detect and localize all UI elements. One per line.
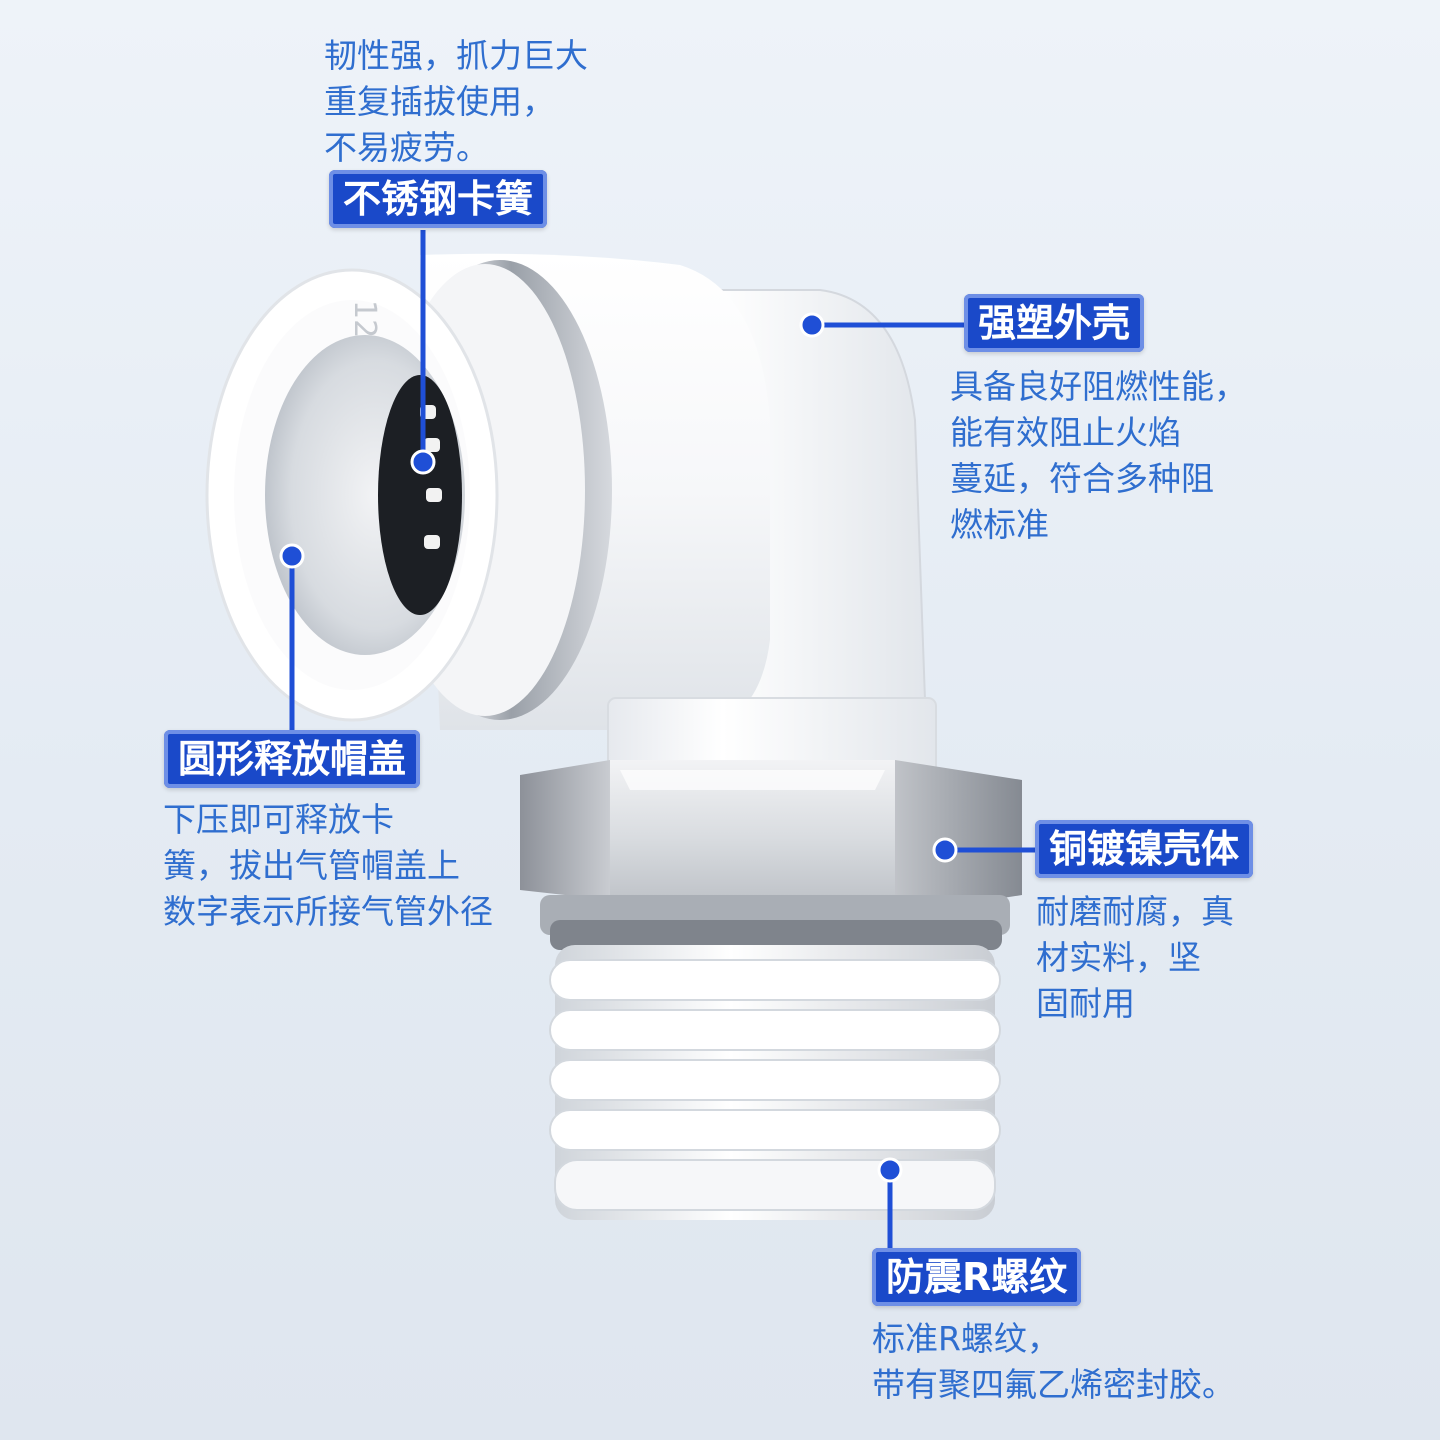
leader-dots [279, 312, 958, 1183]
cap-description: 下压即可释放卡 簧，拔出气管帽盖上 数字表示所接气管外径 [163, 800, 493, 931]
thread-badge: 防震R螺纹 [872, 1248, 1082, 1306]
hex-nut-face [610, 760, 895, 915]
cap-badge: 圆形释放帽盖 [164, 730, 421, 788]
clip-description: 韧性强，抓力巨大 重复插拔使用， 不易疲劳。 [324, 36, 588, 167]
body-badge: 铜镀镍壳体 [1035, 820, 1254, 878]
clip-badge: 不锈钢卡簧 [329, 170, 548, 228]
hex-nut-left [520, 760, 610, 900]
leader-lines [289, 230, 1038, 1250]
shell-badge: 强塑外壳 [964, 294, 1145, 352]
body-description: 耐磨耐腐，真 材实料，坚 固耐用 [1036, 892, 1234, 1023]
shell-description: 具备良好阻燃性能， 能有效阻止火焰 蔓延，符合多种阻 燃标准 [950, 367, 1247, 544]
thread-description: 标准R螺纹， 带有聚四氟乙烯密封胶。 [872, 1319, 1235, 1404]
cap-marking: 12 [347, 300, 382, 338]
hex-nut-right [895, 760, 1022, 915]
